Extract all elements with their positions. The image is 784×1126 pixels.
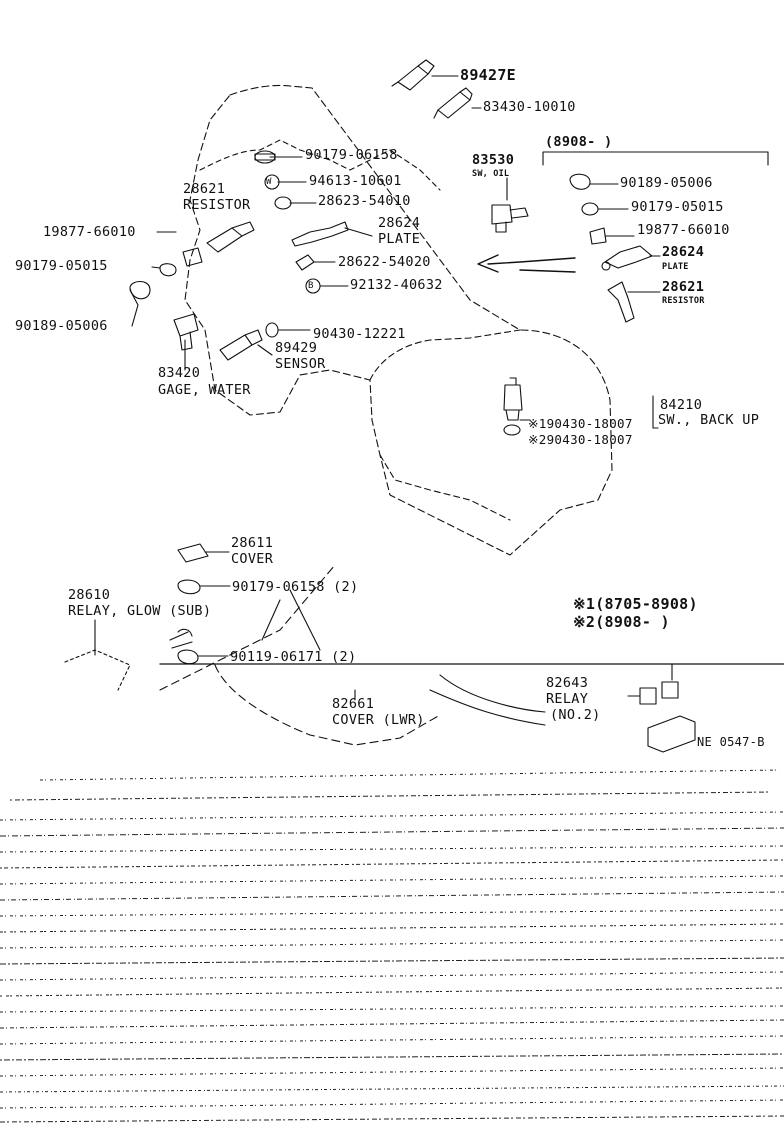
- gage-83420-shape: [173, 313, 199, 351]
- label-relay-no2: (NO.2): [550, 707, 601, 723]
- label-83420: 83420: [158, 365, 201, 381]
- sensor-83430-shape: [433, 87, 473, 119]
- washer-90179-right: [581, 202, 599, 216]
- label-90430-18007-2: ※290430-18007: [528, 432, 633, 447]
- sleeve-19877-right: [589, 227, 607, 245]
- label-gage-water: GAGE, WATER: [158, 382, 251, 398]
- glow-relay-wires: [169, 628, 193, 649]
- label-plate-left: PLATE: [378, 231, 421, 247]
- direction-arrow: [477, 254, 576, 273]
- label-90189-05006-left: 90189-05006: [15, 318, 108, 334]
- glow-relay-outline: [64, 649, 131, 691]
- label-90430-12221: 90430-12221: [313, 326, 406, 342]
- label-83430-10010: 83430-10010: [483, 99, 576, 115]
- backup-switch-shape: [503, 377, 523, 421]
- resistor-28621-left: [206, 221, 255, 253]
- washer-28623-shape: [274, 196, 292, 210]
- relay-82643-body: [647, 715, 696, 753]
- label-90179-06158: 90179-06158: [305, 147, 398, 163]
- label-84210: 84210: [660, 397, 703, 413]
- label-82643: 82643: [546, 675, 589, 691]
- relay-82643-pin: [661, 681, 679, 699]
- engine-flange: [379, 454, 511, 521]
- label-90179-05015-left: 90179-05015: [15, 258, 108, 274]
- label-sw-back-up: SW., BACK UP: [658, 412, 760, 428]
- label-sw-oil: SW, OIL: [472, 169, 510, 179]
- note-1: ※1(8705-8908): [573, 595, 698, 613]
- label-90179-05015-right: 90179-05015: [631, 199, 724, 215]
- nut-90179-06158-lower: [177, 579, 201, 595]
- lower-cover-top: [159, 564, 336, 691]
- plate-28624-left: [291, 221, 349, 247]
- label-82661: 82661: [332, 696, 375, 712]
- label-28624-left: 28624: [378, 215, 421, 231]
- label-28621-right: 28621: [662, 279, 705, 295]
- label-cover-lwr: COVER (LWR): [332, 712, 425, 728]
- backup-gasket-shape: [503, 424, 521, 436]
- relay-82643-connector: [639, 687, 657, 705]
- label-circle-w: W: [266, 177, 272, 187]
- label-resistor-left: RESISTOR: [183, 197, 251, 213]
- terminal-28622-left: [295, 254, 315, 271]
- scan-noise-band: [0, 769, 784, 1123]
- label-90119-06171-2: 90119-06171 (2): [230, 649, 357, 665]
- label-92132-40632: 92132-40632: [350, 277, 443, 293]
- label-relay-glow-sub: RELAY, GLOW (SUB): [68, 603, 212, 619]
- label-resistor-right: RESISTOR: [662, 296, 705, 306]
- engine-inner-contour: [199, 139, 441, 191]
- label-bracket-8908: (8908- ): [545, 134, 613, 150]
- plate-28624-right: [604, 245, 653, 269]
- engine-lower-contour: [369, 329, 521, 381]
- label-28624-right: 28624: [662, 244, 705, 260]
- label-89429: 89429: [275, 340, 318, 356]
- grommet-90189-left: [129, 280, 151, 300]
- label-28622-54020: 28622-54020: [338, 254, 431, 270]
- label-19877-66010-left: 19877-66010: [43, 224, 136, 240]
- label-28611: 28611: [231, 535, 274, 551]
- resistor-28621-right: [607, 281, 635, 323]
- washer-90179-left: [159, 263, 177, 277]
- label-sensor: SENSOR: [275, 356, 326, 372]
- label-28623-54010: 28623-54010: [318, 193, 411, 209]
- lower-cover-outline: [214, 664, 441, 746]
- sensor-89427e-shape: [391, 59, 435, 91]
- label-83530: 83530: [472, 152, 515, 168]
- label-plate-right: PLATE: [662, 262, 689, 272]
- label-90430-18007-1: ※190430-18007: [528, 416, 633, 431]
- label-28610: 28610: [68, 587, 111, 603]
- right-bracket: [542, 151, 769, 166]
- gasket-90430-shape: [265, 322, 279, 338]
- nut-90119-shape: [177, 649, 199, 665]
- figure-code: NE 0547-B: [697, 735, 765, 749]
- label-28621-left: 28621: [183, 181, 226, 197]
- label-89427e: 89427E: [460, 66, 516, 84]
- label-90189-05006-right: 90189-05006: [620, 175, 713, 191]
- sensor-89429-shape: [219, 329, 263, 361]
- label-cover: COVER: [231, 551, 274, 567]
- leader-lines: [94, 75, 673, 726]
- engine-outline: [184, 84, 613, 556]
- sleeve-19877-left: [182, 247, 203, 267]
- label-19877-66010-right: 19877-66010: [637, 222, 730, 238]
- cover-28611-shape: [177, 543, 209, 563]
- label-90179-06158-2: 90179-06158 (2): [232, 579, 359, 595]
- grommet-90189-right: [569, 173, 591, 190]
- note-2: ※2(8908- ): [573, 613, 670, 631]
- oil-switch-shape: [491, 204, 529, 233]
- label-94613-10601: 94613-10601: [309, 173, 402, 189]
- label-circle-b: B: [308, 281, 314, 291]
- label-relay: RELAY: [546, 691, 589, 707]
